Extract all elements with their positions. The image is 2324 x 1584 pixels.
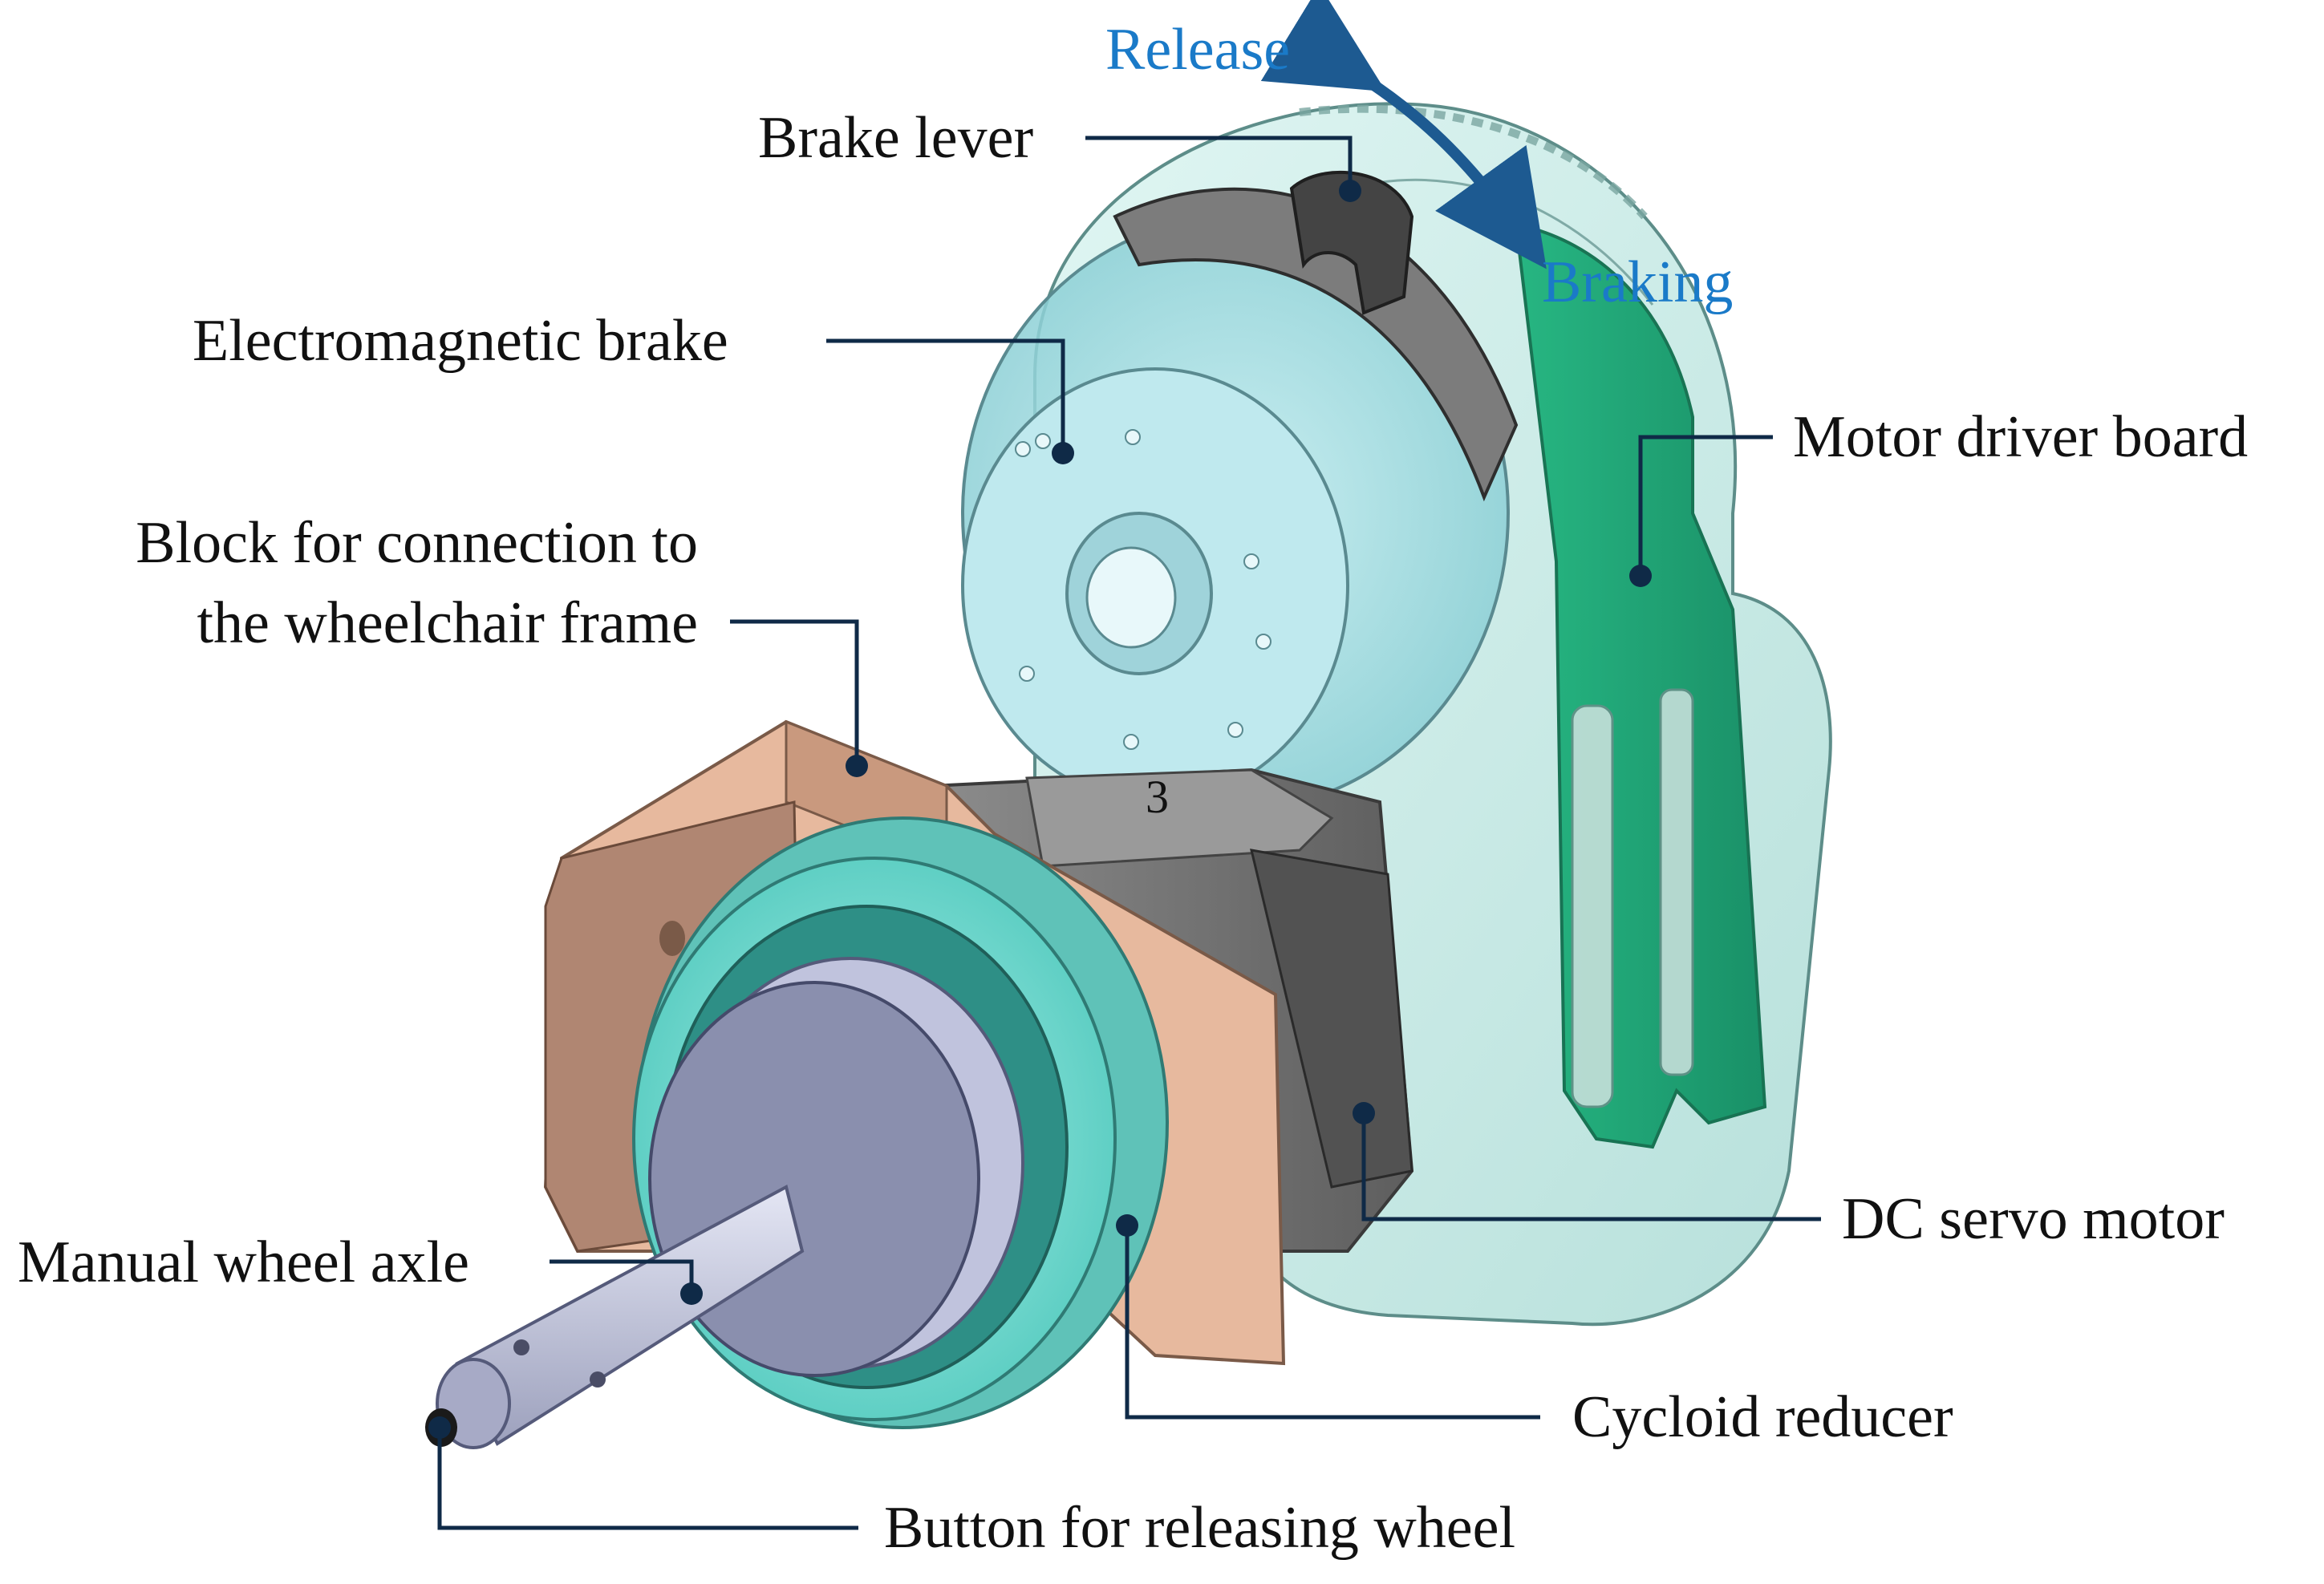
electromagnetic-brake [961,215,1510,812]
label-motor-driver-board: Motor driver board [1793,404,2249,470]
leader-motor-driver-board [1638,435,1773,576]
label-block-line1: Block for connection to [136,510,698,576]
part-number-marker: 3 [1146,771,1169,823]
leader-cycloid-reducer [1125,1225,1540,1420]
label-dc-servo-motor: DC servo motor [1842,1186,2225,1252]
label-cycloid-reducer: Cycloid reducer [1572,1384,1953,1450]
label-block-line2: the wheelchair frame [197,590,698,656]
leader-block [730,619,859,766]
label-braking: Braking [1542,249,1734,315]
label-button-releasing-wheel: Button for releasing wheel [884,1495,1516,1561]
leader-button-releasing-wheel [437,1428,858,1530]
leader-lines [437,136,1821,1530]
cycloid-reducer [632,816,1169,1429]
label-manual-wheel-axle: Manual wheel axle [18,1230,469,1295]
motor-driver-board [1514,222,1767,1149]
leader-dc-servo-motor [1361,1113,1821,1221]
leader-dots [428,180,1652,1439]
leader-brake-lever [1085,136,1353,191]
label-brake-lever: Brake lever [758,105,1034,171]
leader-electromagnetic-brake [826,338,1065,453]
release-braking-arrow [1260,0,1547,269]
label-electromagnetic-brake: Electromagnetic brake [193,308,728,374]
label-release: Release [1105,17,1291,83]
